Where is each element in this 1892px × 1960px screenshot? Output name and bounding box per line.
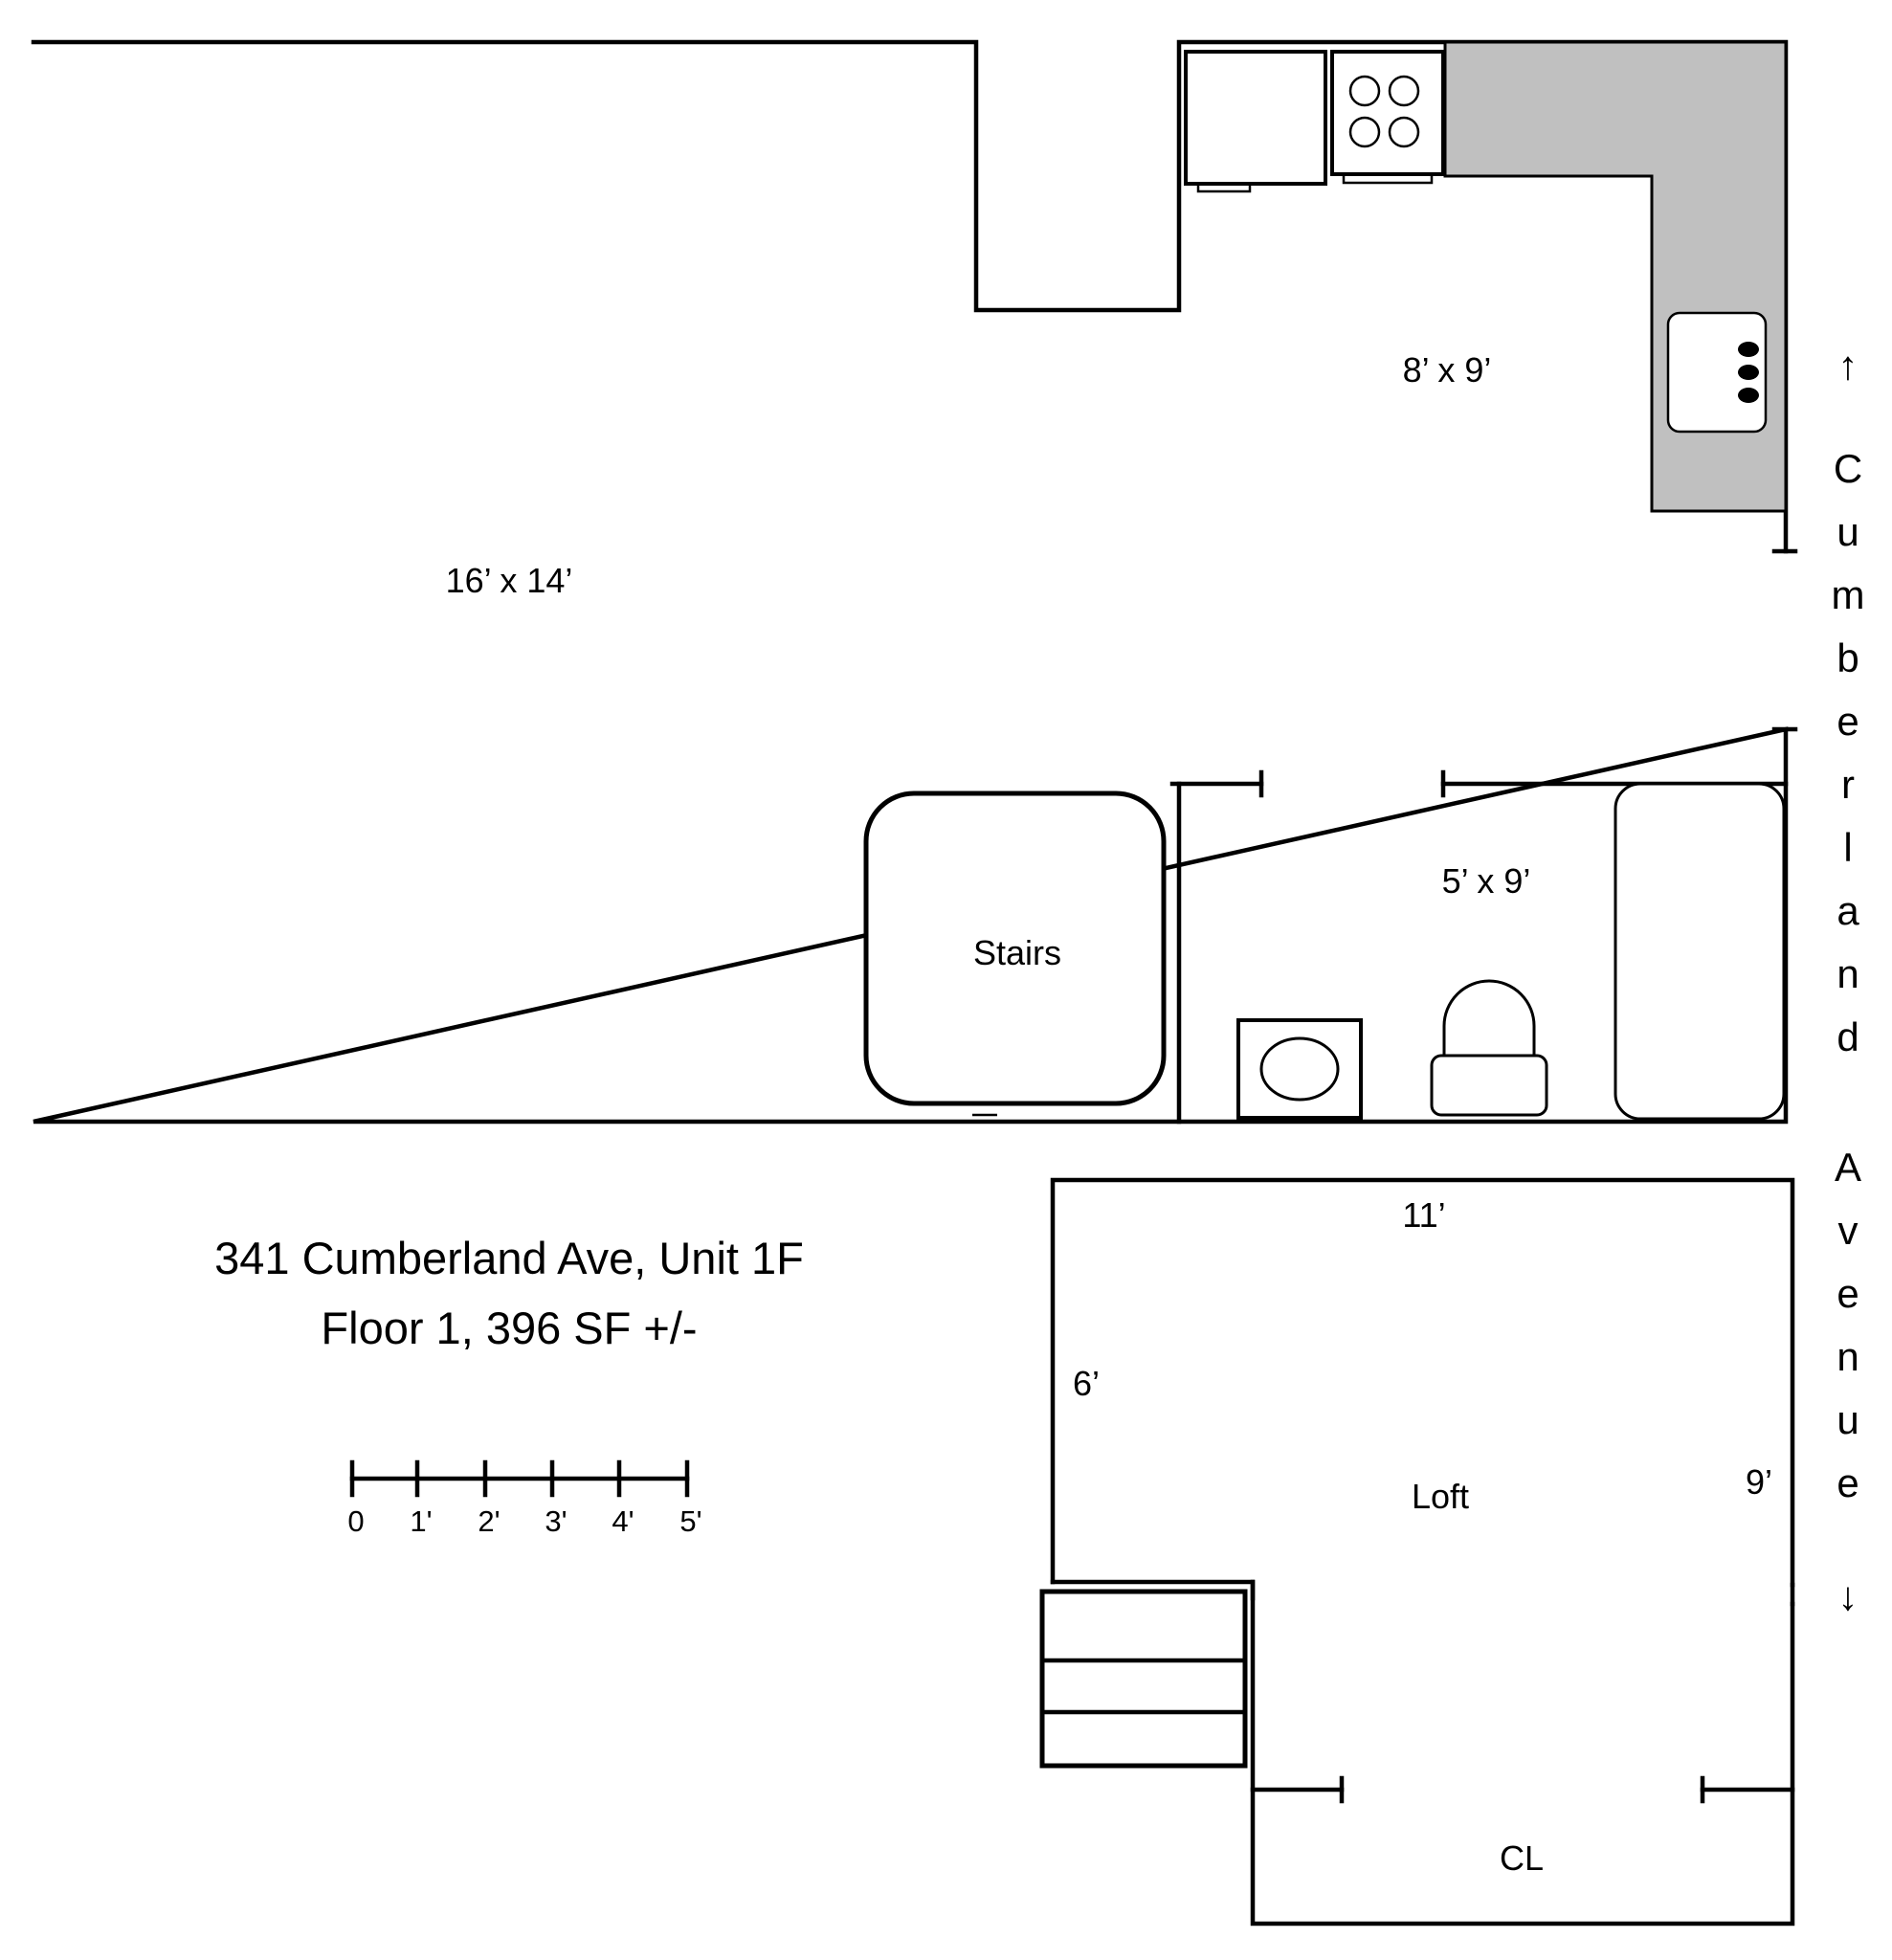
refrigerator [1184,50,1327,193]
street-letter: C [1834,446,1862,491]
street-letter: n [1836,1334,1859,1379]
address-line-1: 341 Cumberland Ave, Unit 1F [214,1233,804,1283]
kitchen [1184,40,1788,513]
main-room-dimensions: 16’ x 14’ [446,561,573,600]
bathtub [1614,782,1786,1121]
loft-walls [1050,1177,1795,1927]
scale-tick-label: 3' [545,1504,567,1538]
scale-tick-label: 0 [347,1504,364,1538]
south-arrow: ↓ [1838,1573,1859,1618]
toilet [1430,979,1548,1117]
stairs-label: Stairs [973,933,1061,972]
street-letter: b [1836,635,1859,680]
kitchen-sink [1666,311,1768,434]
loft-label: Loft [1412,1477,1469,1516]
street-letter: e [1836,1271,1859,1316]
street-letter: v [1838,1208,1859,1253]
loft-width-dimension: 11’ [1402,1195,1445,1235]
street-letter: l [1843,825,1852,870]
street-letter: e [1836,699,1859,744]
bathroom-dimensions: 5’ x 9’ [1442,861,1531,901]
street-letter: a [1836,888,1859,933]
street-letter: A [1835,1145,1861,1190]
bathroom [1169,769,1789,1125]
stairs-box [863,791,1167,1106]
street-letter: d [1836,1014,1859,1059]
bathroom-sink [1236,1018,1363,1120]
street-letter: r [1841,762,1855,807]
north-arrow: ↑ [1838,343,1859,388]
scale-tick-label: 1' [410,1504,432,1538]
address-line-2: Floor 1, 396 SF +/- [321,1303,697,1353]
loft-right-dimension: 9’ [1746,1462,1772,1502]
kitchen-counter [1443,40,1788,513]
loft-ladder [1039,1589,1248,1769]
street-letter: n [1836,951,1859,996]
scale-tick-label: 5' [679,1504,701,1538]
scale-tick-label: 2' [478,1504,500,1538]
closet-label: CL [1500,1838,1544,1878]
loft-left-dimension: 6’ [1073,1364,1100,1403]
kitchen-dimensions: 8’ x 9’ [1403,350,1492,390]
stove [1330,50,1445,185]
street-letter: m [1832,572,1865,617]
street-letter: e [1836,1460,1859,1505]
street-letter: u [1836,1397,1859,1442]
scale-tick-label: 4' [612,1504,634,1538]
street-letter: u [1836,509,1859,554]
scale-bar: 0 1' 2' 3' 4' 5' [347,1459,702,1538]
